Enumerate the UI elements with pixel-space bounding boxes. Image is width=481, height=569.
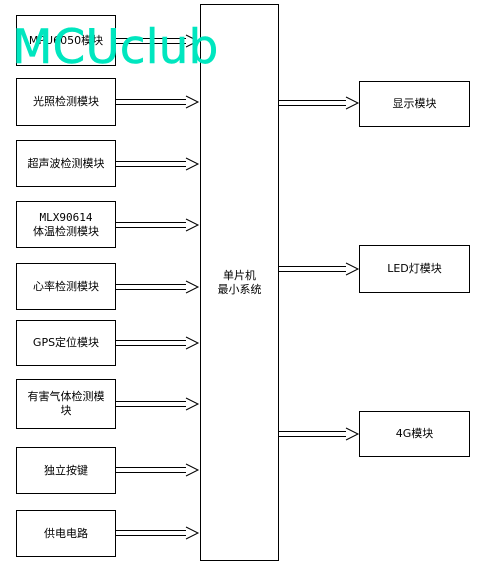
output-arrow-1 bbox=[279, 96, 360, 110]
output-label: 显示模块 bbox=[392, 97, 437, 110]
input-arrow-3 bbox=[116, 157, 200, 171]
input-label-line2: 块 bbox=[60, 404, 72, 417]
output-arrow-2 bbox=[279, 262, 360, 276]
mcu-label-line1: 单片机 bbox=[223, 268, 256, 282]
input-block-ultrasonic: 超声波检测模块 bbox=[16, 140, 116, 187]
output-block-display: 显示模块 bbox=[359, 81, 470, 127]
input-arrow-2 bbox=[116, 95, 200, 109]
input-arrow-8 bbox=[116, 463, 200, 477]
input-label: 独立按键 bbox=[44, 463, 88, 477]
input-label: 超声波检测模块 bbox=[27, 156, 105, 170]
input-arrow-6 bbox=[116, 336, 200, 350]
input-block-harmful-gas: 有害气体检测模 块 bbox=[16, 379, 116, 429]
input-label: 光照检测模块 bbox=[33, 95, 99, 108]
input-block-button: 独立按键 bbox=[16, 447, 116, 494]
input-label: 心率检测模块 bbox=[33, 279, 99, 293]
input-block-mlx90614: MLX90614 体温检测模块 bbox=[16, 201, 116, 248]
input-block-heartrate: 心率检测模块 bbox=[16, 263, 116, 310]
input-block-mpu6050: MPU6050模块 bbox=[16, 15, 116, 66]
input-label: GPS定位模块 bbox=[32, 336, 100, 349]
output-block-4g: 4G模块 bbox=[359, 411, 470, 457]
input-label: MPU6050模块 bbox=[28, 33, 104, 47]
input-arrow-4 bbox=[116, 218, 200, 232]
input-block-light: 光照检测模块 bbox=[16, 78, 116, 126]
input-label: 有害气体检测模 bbox=[27, 390, 105, 403]
input-arrow-5 bbox=[116, 280, 200, 294]
input-arrow-1 bbox=[116, 34, 200, 48]
input-arrow-7 bbox=[116, 397, 200, 411]
mcu-block: 单片机 最小系统 bbox=[200, 4, 279, 561]
output-arrow-3 bbox=[279, 427, 360, 441]
input-block-gps: GPS定位模块 bbox=[16, 320, 116, 366]
output-block-led: LED灯模块 bbox=[359, 245, 470, 293]
input-label: 供电电路 bbox=[44, 526, 88, 540]
output-label: LED灯模块 bbox=[387, 262, 442, 275]
input-block-power: 供电电路 bbox=[16, 510, 116, 557]
input-arrow-9 bbox=[116, 526, 200, 540]
input-label: MLX90614 bbox=[39, 210, 93, 224]
input-label-line2: 体温检测模块 bbox=[33, 224, 99, 238]
mcu-label-line2: 最小系统 bbox=[217, 282, 262, 296]
output-label: 4G模块 bbox=[395, 427, 434, 440]
